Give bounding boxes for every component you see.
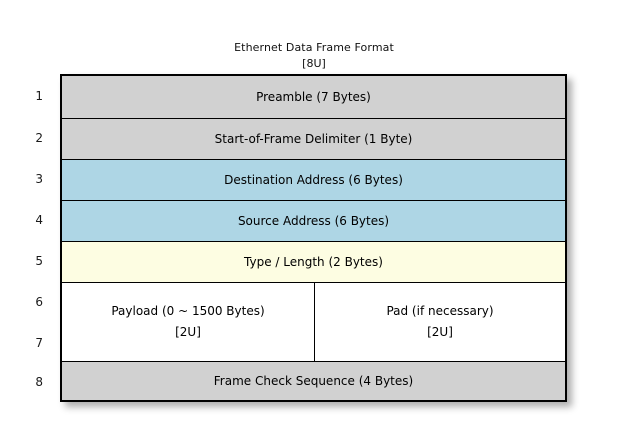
frame-field-type-length: Type / Length (2 Bytes) xyxy=(62,242,565,283)
page-title: Ethernet Data Frame Format xyxy=(234,41,394,54)
pad-note: [2U] xyxy=(427,325,453,339)
frame-field-payload: Payload (0 ~ 1500 Bytes) [2U] xyxy=(62,283,315,361)
row-number-gutter: 1 2 3 4 5 6 7 8 xyxy=(0,74,52,401)
diagram-title-block: Ethernet Data Frame Format [8U] xyxy=(0,40,628,72)
ethernet-frame-table: Preamble (7 Bytes) Start-of-Frame Delimi… xyxy=(60,74,567,402)
frame-field-frame-check-sequence: Frame Check Sequence (4 Bytes) xyxy=(62,362,565,400)
row-number-4: 4 xyxy=(35,212,43,227)
frame-field-payload-pad-row: Payload (0 ~ 1500 Bytes) [2U] Pad (if ne… xyxy=(62,283,565,362)
frame-field-destination-address: Destination Address (6 Bytes) xyxy=(62,160,565,201)
row-number-8: 8 xyxy=(35,375,43,389)
row-number-1: 1 xyxy=(35,88,43,103)
frame-field-pad: Pad (if necessary) [2U] xyxy=(315,283,565,361)
row-number-6: 6 xyxy=(35,294,43,309)
frame-field-preamble: Preamble (7 Bytes) xyxy=(62,76,565,119)
row-number-3: 3 xyxy=(35,171,43,186)
pad-label: Pad (if necessary) xyxy=(386,304,494,318)
row-number-5: 5 xyxy=(35,253,43,268)
page-title-note: [8U] xyxy=(302,57,326,70)
payload-note: [2U] xyxy=(175,325,201,339)
payload-label: Payload (0 ~ 1500 Bytes) xyxy=(111,304,265,318)
frame-field-source-address: Source Address (6 Bytes) xyxy=(62,201,565,242)
row-number-7: 7 xyxy=(35,335,43,350)
frame-field-start-of-frame-delimiter: Start-of-Frame Delimiter (1 Byte) xyxy=(62,119,565,160)
row-number-2: 2 xyxy=(35,130,43,145)
